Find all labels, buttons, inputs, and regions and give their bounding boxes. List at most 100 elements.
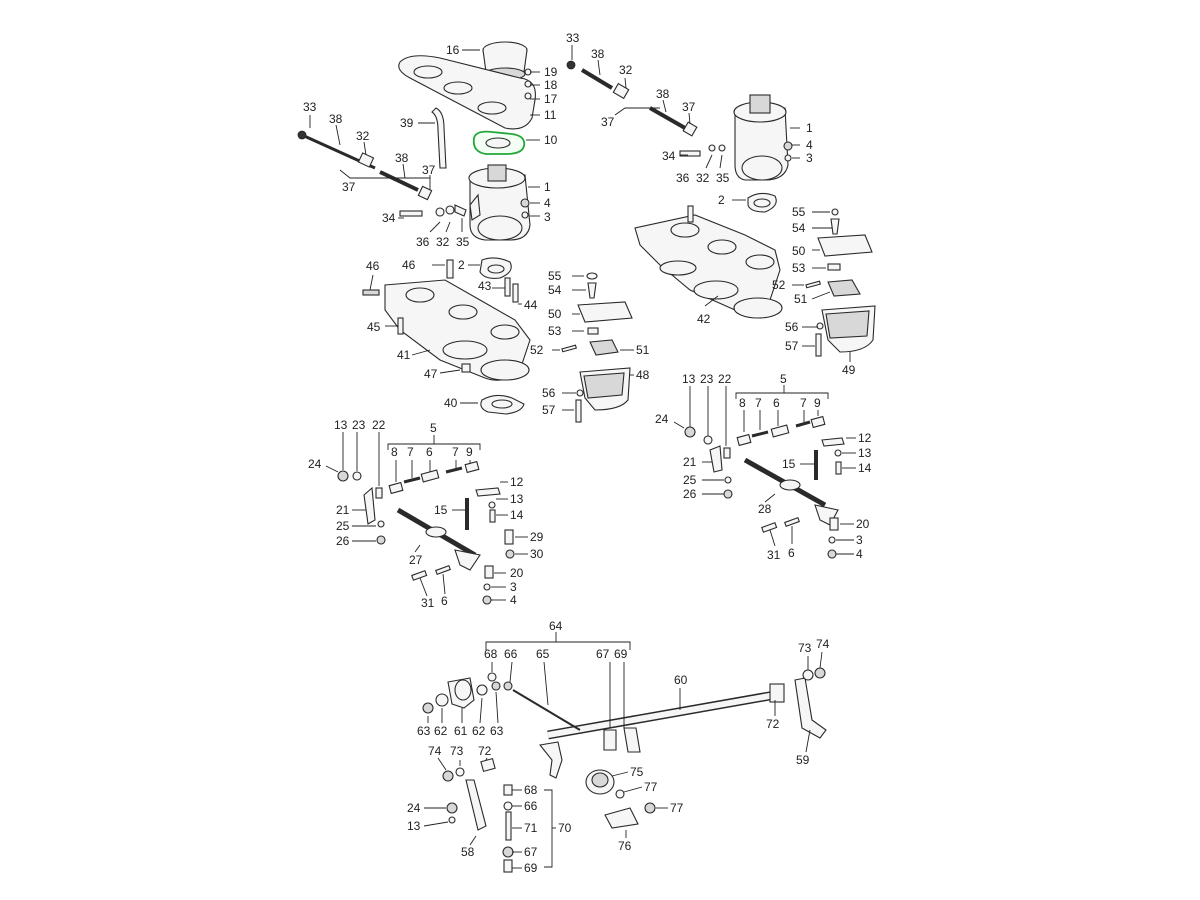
callout-37-left-a: 37 [422, 163, 436, 177]
callout-60: 60 [674, 673, 688, 687]
callout-40: 40 [444, 396, 458, 410]
callout-lines-linkage-right [673, 386, 856, 555]
linkage-right-group [684, 385, 845, 559]
callout-77-upper: 77 [644, 780, 658, 794]
carburetor-right-group [566, 60, 793, 181]
callout-20-right: 20 [856, 517, 870, 531]
callout-45: 45 [367, 320, 381, 334]
callout-lines-cross-shaft [423, 651, 823, 869]
callout-69-bottom: 69 [524, 861, 538, 875]
callout-23-left: 23 [352, 418, 366, 432]
callout-66-bottom: 66 [524, 799, 538, 813]
callout-36-left: 36 [416, 235, 430, 249]
callout-47: 47 [424, 367, 438, 381]
callout-11: 11 [544, 108, 557, 122]
callout-12-left: 12 [510, 475, 524, 489]
callout-57-right: 57 [785, 339, 799, 353]
callout-lines-left-carb [309, 115, 540, 233]
callout-14-right: 14 [858, 461, 872, 475]
callout-29: 29 [530, 530, 544, 544]
callout-75: 75 [630, 765, 644, 779]
callout-74-right: 74 [816, 637, 830, 651]
callout-37-left-b: 37 [342, 180, 356, 194]
callout-26-left: 26 [336, 534, 350, 548]
callout-54-left: 54 [548, 283, 562, 297]
carburetor-left-group [297, 130, 531, 241]
callout-73-left: 73 [450, 744, 464, 758]
callout-27: 27 [409, 553, 423, 567]
callout-53-left: 53 [548, 324, 562, 338]
callout-34-right: 34 [662, 149, 676, 163]
callout-25-right: 25 [683, 473, 697, 487]
callout-13-right-b: 13 [858, 446, 872, 460]
callout-24-right: 24 [655, 412, 669, 426]
callout-77-lower: 77 [670, 801, 684, 815]
callout-42: 42 [697, 312, 711, 326]
callout-4-left: 4 [544, 196, 551, 210]
callout-58: 58 [461, 845, 475, 859]
callout-38-left-a: 38 [329, 112, 343, 126]
callout-21-left: 21 [336, 503, 350, 517]
callout-6-right-b: 6 [788, 546, 795, 560]
callout-5-right: 5 [780, 372, 787, 386]
callout-6-left-a: 6 [426, 445, 433, 459]
callout-38-left-b: 38 [395, 151, 409, 165]
callout-24-bottom: 24 [407, 801, 421, 815]
callout-74-left: 74 [428, 744, 442, 758]
callout-63-left: 63 [417, 724, 431, 738]
callout-62-right: 62 [472, 724, 486, 738]
callout-73-right: 73 [798, 641, 812, 655]
callout-66-top: 66 [504, 647, 518, 661]
callout-3-left: 3 [544, 210, 551, 224]
callout-36-right: 36 [676, 171, 690, 185]
air-intake-group [398, 41, 536, 169]
callout-7-right-a: 7 [755, 396, 762, 410]
callout-48: 48 [636, 368, 650, 382]
callout-68-bottom: 68 [524, 783, 538, 797]
callout-12-right: 12 [858, 431, 872, 445]
callout-7-right-b: 7 [800, 396, 807, 410]
callout-71: 71 [524, 821, 538, 835]
callout-59: 59 [796, 753, 810, 767]
callout-51-right: 51 [794, 292, 808, 306]
callout-7-left-b: 7 [452, 445, 459, 459]
callout-67-top: 67 [596, 647, 610, 661]
callout-32-right-b: 32 [696, 171, 710, 185]
callout-2-left: 2 [458, 258, 465, 272]
callout-13-left-b: 13 [510, 492, 524, 506]
callout-21-right: 21 [683, 455, 697, 469]
callout-53-right: 53 [792, 261, 806, 275]
callout-35-left: 35 [456, 235, 470, 249]
callout-30: 30 [530, 547, 544, 561]
callout-17: 17 [544, 92, 558, 106]
cross-shaft-group [422, 632, 827, 873]
callout-24-left: 24 [308, 457, 322, 471]
callout-lines-linkage-left [325, 432, 528, 601]
callout-52-left: 52 [530, 343, 544, 357]
callout-50-right: 50 [792, 244, 806, 258]
manifold-right-group [634, 192, 876, 357]
callout-15-left: 15 [434, 503, 448, 517]
callout-33-left: 33 [303, 100, 317, 114]
callout-32-left-b: 32 [436, 235, 450, 249]
callout-4-right: 4 [806, 138, 813, 152]
callout-34-left: 34 [382, 211, 396, 225]
callout-20-left: 20 [510, 566, 524, 580]
callout-32-right-a: 32 [619, 63, 633, 77]
callout-56-right: 56 [785, 320, 799, 334]
callout-7-left-a: 7 [407, 445, 414, 459]
callout-22-right: 22 [718, 372, 732, 386]
callout-62-left: 62 [434, 724, 448, 738]
callout-14-left: 14 [510, 508, 524, 522]
callout-6-left-b: 6 [441, 594, 448, 608]
callout-44: 44 [524, 298, 538, 312]
callout-lines-manifold-right [704, 199, 851, 362]
callout-4-lower-left: 4 [510, 593, 517, 607]
callout-69-top: 69 [614, 647, 628, 661]
callout-lines-right-carb [571, 45, 800, 169]
callout-lines-float-left [552, 275, 634, 411]
callout-41: 41 [397, 348, 411, 362]
callout-70: 70 [558, 821, 572, 835]
callout-9-right: 9 [814, 396, 821, 410]
